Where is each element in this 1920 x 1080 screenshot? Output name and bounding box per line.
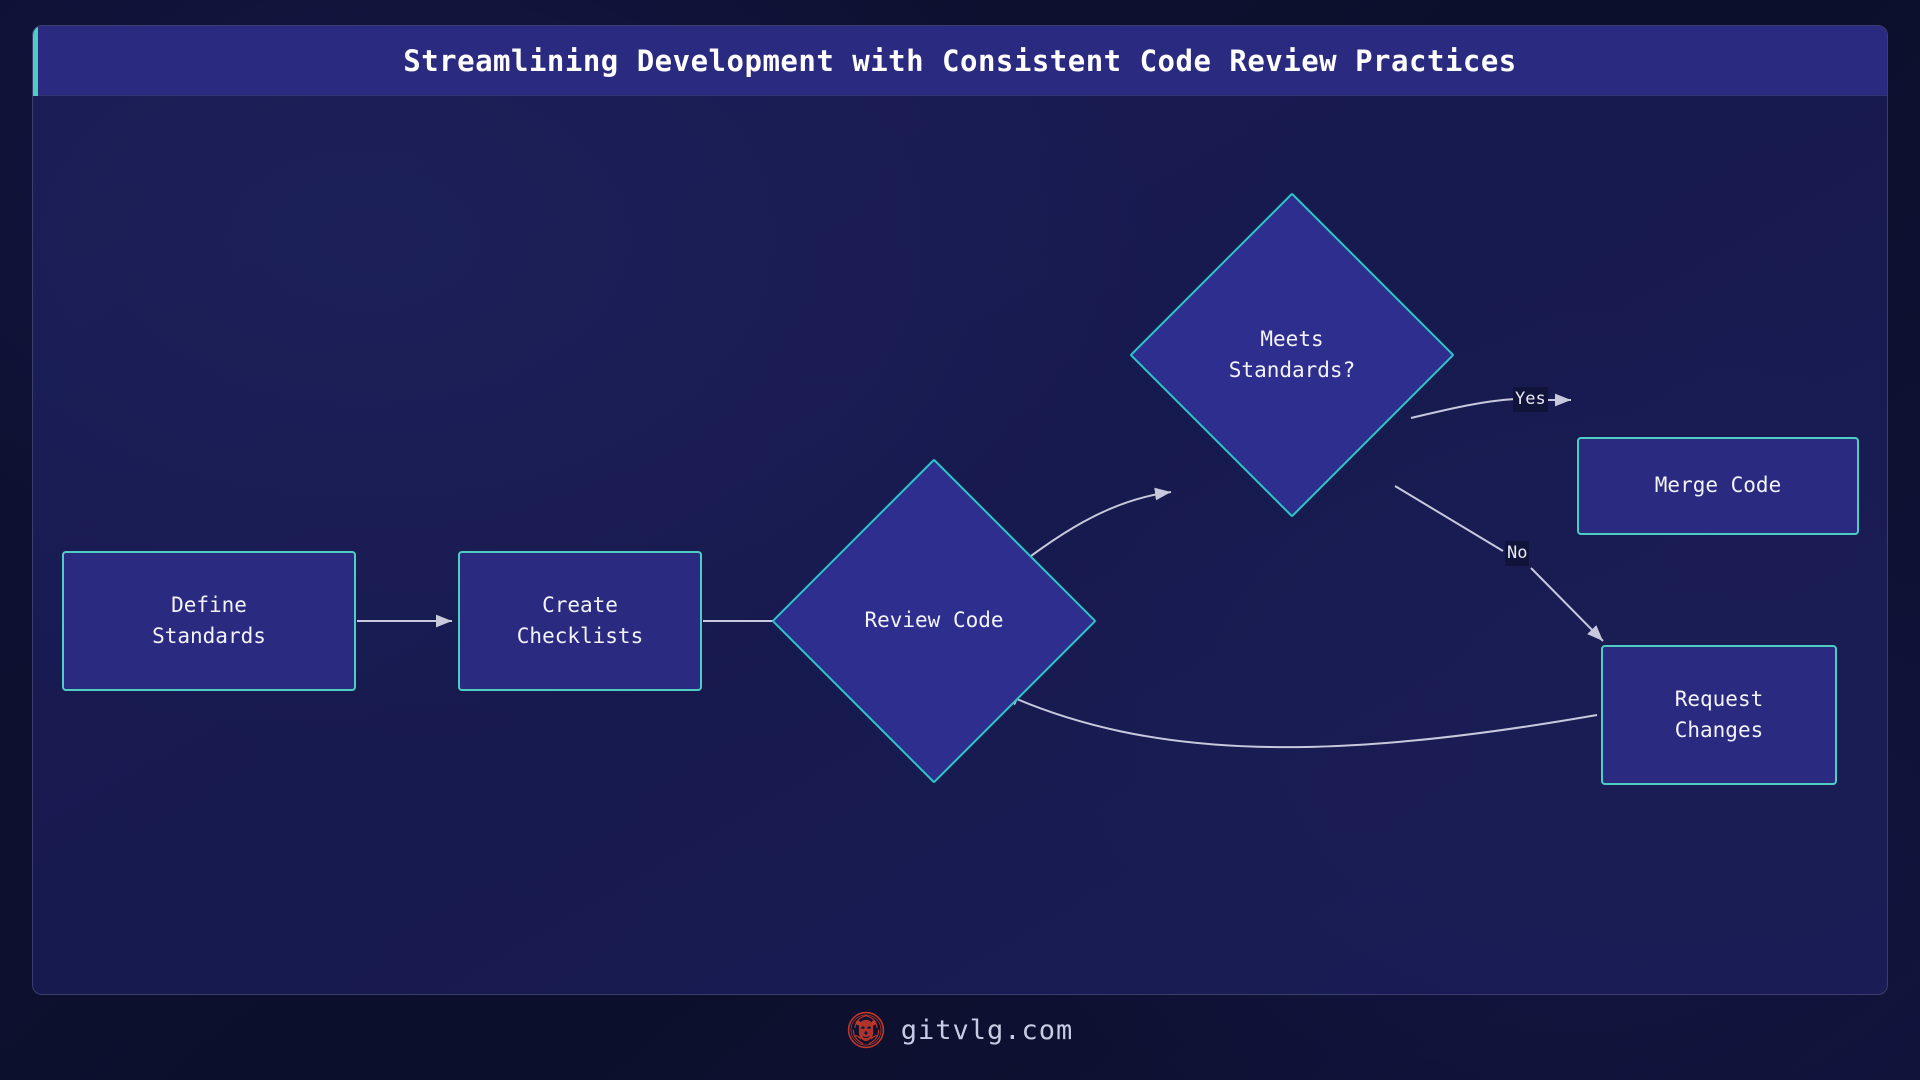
edge-label-text: Yes bbox=[1515, 389, 1546, 409]
node-label: Merge Code bbox=[1654, 473, 1782, 498]
edge-request-to-review bbox=[1002, 692, 1598, 749]
edge-meets-to-no bbox=[1394, 485, 1504, 552]
node-label: Create Checklists bbox=[516, 592, 644, 649]
title-bar: Streamlining Development with Consistent… bbox=[33, 26, 1887, 96]
footer-brand: gitvlg.com bbox=[900, 1014, 1074, 1046]
diagram-canvas: Define Standards Create Checklists Revie… bbox=[33, 96, 1887, 994]
lion-logo-icon bbox=[847, 1011, 884, 1049]
edge-no-to-request bbox=[1530, 567, 1604, 642]
node-label: Meets Standards? bbox=[1228, 326, 1356, 383]
node-meets-standards[interactable]: Meets Standards? bbox=[1129, 192, 1455, 518]
node-label: Review Code bbox=[864, 608, 1004, 633]
edge-label-no: No bbox=[1505, 541, 1530, 566]
node-create-checklists[interactable]: Create Checklists bbox=[458, 551, 702, 691]
title-accent-stripe bbox=[33, 26, 38, 96]
edge-label-yes: Yes bbox=[1513, 387, 1548, 412]
edge-meets-to-yes bbox=[1410, 398, 1516, 419]
page-title: Streamlining Development with Consistent… bbox=[403, 43, 1517, 78]
node-merge-code[interactable]: Merge Code bbox=[1577, 437, 1859, 535]
node-define-standards[interactable]: Define Standards bbox=[62, 551, 356, 691]
node-request-changes[interactable]: Request Changes bbox=[1601, 645, 1837, 785]
footer: gitvlg.com bbox=[0, 1000, 1920, 1060]
node-review-code[interactable]: Review Code bbox=[771, 458, 1097, 784]
node-label: Define Standards bbox=[152, 592, 266, 649]
node-label: Request Changes bbox=[1674, 686, 1764, 743]
diagram-panel: Streamlining Development with Consistent… bbox=[32, 25, 1888, 995]
edge-label-text: No bbox=[1507, 543, 1528, 563]
